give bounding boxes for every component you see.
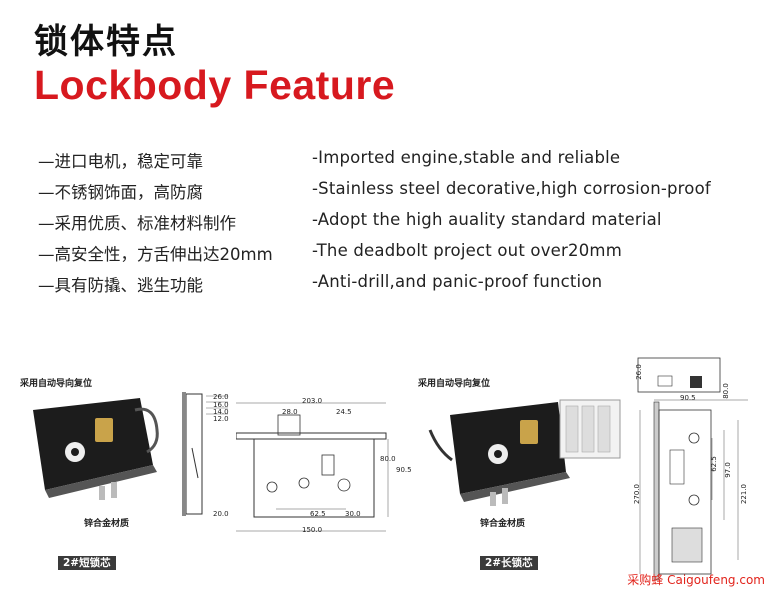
short-lock-photo <box>33 398 159 500</box>
feature-en: -Adopt the high auality standard materia… <box>312 210 662 229</box>
short-lock-note-top: 采用自动导向复位 <box>20 379 93 389</box>
long-lock-drawing <box>637 357 748 581</box>
feature-cn: —不锈钢饰面，高防腐 <box>38 183 203 202</box>
dim-label: 270.0 <box>633 483 642 505</box>
dim-label: 14.0 <box>213 408 229 416</box>
page-title-cn: 锁体特点 <box>34 22 178 62</box>
short-lock-side-view <box>182 392 228 516</box>
feature-item: —高安全性，方舌伸出达20mm -The deadbolt project ou… <box>0 241 775 267</box>
dim-label: 30.0 <box>345 510 361 518</box>
long-lock-note-top: 采用自动导向复位 <box>418 379 491 389</box>
short-lock-tag: 2#短锁芯 <box>58 556 116 570</box>
short-lock-front-view <box>236 402 389 532</box>
long-lock-note-bottom: 锌合金材质 <box>480 519 526 529</box>
dim-label: 90.5 <box>396 466 412 474</box>
dim-label: 221.0 <box>740 483 749 505</box>
dim-label: 28.0 <box>282 408 298 416</box>
dim-label: 26.0 <box>634 364 643 380</box>
dim-label: 90.5 <box>680 394 696 402</box>
dim-label: 150.0 <box>302 526 323 534</box>
dim-label: 97.0 <box>723 462 732 478</box>
dim-label: 12.0 <box>213 415 229 423</box>
feature-item: —具有防撬、逃生功能 -Anti-drill,and panic-proof f… <box>0 272 775 298</box>
long-lock-photo <box>428 399 621 506</box>
long-lock-tag: 2#长锁芯 <box>480 556 538 570</box>
feature-en: -The deadbolt project out over20mm <box>312 241 622 260</box>
dim-label: 20.0 <box>213 510 229 518</box>
feature-cn: —具有防撬、逃生功能 <box>38 276 203 295</box>
short-lock-note-bottom: 锌合金材质 <box>84 519 130 529</box>
dim-label: 62.5 <box>709 456 718 472</box>
feature-item: —采用优质、标准材料制作 -Adopt the high auality sta… <box>0 210 775 236</box>
dim-label: 80.0 <box>380 455 396 463</box>
feature-item: —不锈钢饰面，高防腐 -Stainless steel decorative,h… <box>0 179 775 205</box>
page-title-en: Lockbody Feature <box>34 62 396 108</box>
watermark: 采购蜂 Caigoufeng.com <box>627 573 765 587</box>
feature-cn: —高安全性，方舌伸出达20mm <box>38 245 273 264</box>
feature-cn: —进口电机，稳定可靠 <box>38 152 203 171</box>
feature-en: -Anti-drill,and panic-proof function <box>312 272 603 291</box>
feature-item: —进口电机，稳定可靠 -Imported engine,stable and r… <box>0 148 775 174</box>
feature-cn: —采用优质、标准材料制作 <box>38 214 236 233</box>
feature-en: -Stainless steel decorative,high corrosi… <box>312 179 711 198</box>
dim-label: 203.0 <box>302 397 323 405</box>
feature-en: -Imported engine,stable and reliable <box>312 148 621 167</box>
dim-label: 80.0 <box>721 383 730 399</box>
dim-label: 16.0 <box>213 401 229 409</box>
dim-label: 62.5 <box>310 510 326 518</box>
dim-label: 24.5 <box>336 408 352 416</box>
dim-label: 26.0 <box>213 393 229 401</box>
